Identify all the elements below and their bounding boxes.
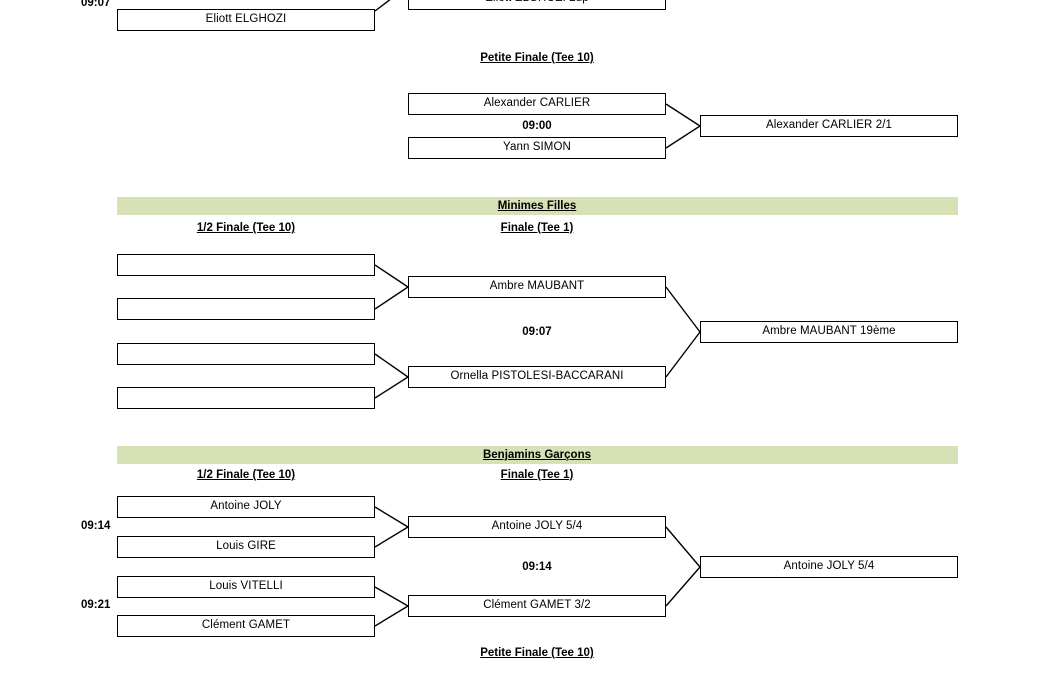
player-box-eliott-elghozi[interactable]: Eliott ELGHOZI — [117, 9, 375, 31]
player-box-minimes-filles-semi1-a[interactable] — [117, 254, 375, 276]
player-box-louis-vitelli[interactable]: Louis VITELLI — [117, 576, 375, 598]
petite-finale-heading-benjamins: Petite Finale (Tee 10) — [480, 647, 594, 659]
player-box-minimes-filles-semi2-b[interactable] — [117, 387, 375, 409]
player-box-clement-gamet[interactable]: Clément GAMET — [117, 615, 375, 637]
semi-time-top-partial: 09:07 — [81, 0, 111, 9]
round-label-benjamins-garcons-final: Finale (Tee 1) — [500, 469, 574, 481]
petite-finale-heading-top: Petite Finale (Tee 10) — [480, 52, 594, 64]
player-box-clement-gamet-3-2[interactable]: Clément GAMET 3/2 — [408, 595, 666, 617]
section-title-minimes-filles: Minimes Filles — [497, 200, 577, 212]
player-box-minimes-filles-semi1-b[interactable] — [117, 298, 375, 320]
player-box-antoine-joly-5-4[interactable]: Antoine JOLY 5/4 — [408, 516, 666, 538]
match-time-benjamins-semi1: 09:14 — [81, 520, 111, 532]
player-box-alexander-carlier[interactable]: Alexander CARLIER — [408, 93, 666, 115]
round-label-benjamins-garcons-semi: 1/2 Finale (Tee 10) — [196, 469, 296, 481]
match-time-benjamins-final: 09:14 — [522, 561, 552, 573]
player-box-ambre-maubant[interactable]: Ambre MAUBANT — [408, 276, 666, 298]
player-box-minimes-filles-semi2-a[interactable] — [117, 343, 375, 365]
result-box-antoine-joly-winner[interactable]: Antoine JOLY 5/4 — [700, 556, 958, 578]
round-label-minimes-filles-final: Finale (Tee 1) — [500, 222, 574, 234]
result-box-alexander-carlier-winner[interactable]: Alexander CARLIER 2/1 — [700, 115, 958, 137]
match-time-benjamins-semi2: 09:21 — [81, 599, 111, 611]
result-box-ambre-maubant-winner[interactable]: Ambre MAUBANT 19ème — [700, 321, 958, 343]
result-box-eliott-elghozi-2up[interactable]: Eliott ELGHOZI 2up — [408, 0, 666, 10]
match-time-minimes-filles-final: 09:07 — [522, 326, 552, 338]
player-box-yann-simon[interactable]: Yann SIMON — [408, 137, 666, 159]
player-box-ornella-pistolesi-baccarani[interactable]: Ornella PISTOLESI-BACCARANI — [408, 366, 666, 388]
section-band-benjamins-garcons — [117, 446, 958, 464]
round-label-minimes-filles-semi: 1/2 Finale (Tee 10) — [196, 222, 296, 234]
match-time-petite-finale-top: 09:00 — [522, 120, 552, 132]
player-box-louis-gire[interactable]: Louis GIRE — [117, 536, 375, 558]
section-band-minimes-filles — [117, 197, 958, 215]
player-box-antoine-joly[interactable]: Antoine JOLY — [117, 496, 375, 518]
section-title-benjamins-garcons: Benjamins Garçons — [482, 449, 591, 461]
